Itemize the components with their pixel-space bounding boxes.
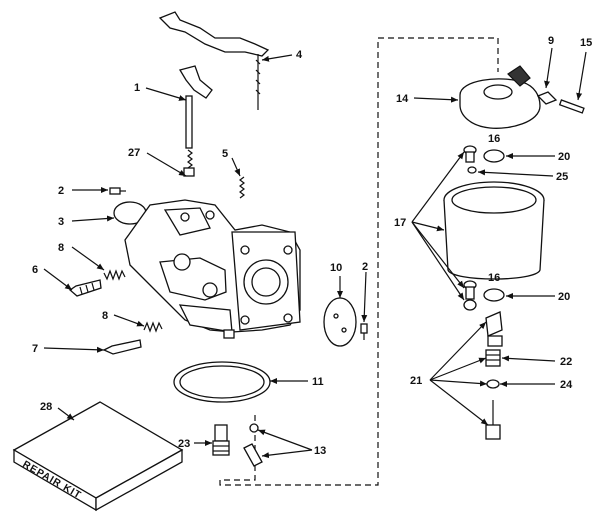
float-bowl: [443, 181, 545, 280]
inlet-seat: [212, 424, 230, 456]
float: [459, 65, 541, 129]
callout-10: 10: [330, 262, 342, 274]
callout-17: 17: [394, 217, 406, 229]
callout-20-lower: 20: [558, 291, 570, 303]
inlet-needle: [243, 423, 263, 467]
callout-6: 6: [32, 264, 38, 276]
callout-15: 15: [580, 37, 592, 49]
needle-spring-lower: [143, 321, 163, 333]
callout-5: 5: [222, 148, 228, 160]
idle-needle-valve: [102, 339, 142, 355]
callout-9: 9: [548, 35, 554, 47]
main-needle-valve: [68, 279, 102, 297]
assembly-dashed-line: [219, 37, 499, 486]
callout-8-upper: 8: [58, 242, 64, 254]
callout-16-upper: 16: [488, 133, 500, 145]
washer-lower: [483, 288, 505, 302]
throttle-spring: [239, 176, 245, 199]
leader-lines: [43, 47, 587, 459]
callout-14: 14: [396, 93, 409, 105]
callout-28: 28: [40, 401, 52, 413]
throttle-plate-screw: [360, 323, 368, 340]
bowl-gasket: [173, 361, 271, 403]
callout-13: 13: [314, 445, 326, 457]
callout-2-left: 2: [58, 185, 64, 197]
callout-3: 3: [58, 216, 64, 228]
bowl-drain-assembly: [485, 311, 503, 440]
callout-1: 1: [134, 82, 140, 94]
callout-27: 27: [128, 147, 140, 159]
float-pin-clip: [536, 91, 558, 105]
callout-2-right: 2: [362, 261, 368, 273]
callout-7: 7: [32, 343, 38, 355]
throttle-linkage: [158, 11, 270, 110]
callout-20-upper: 20: [558, 151, 570, 163]
callout-16-lower: 16: [488, 272, 500, 284]
bowl-screw-upper: [463, 145, 477, 174]
repair-kit-box: REPAIR KIT: [12, 401, 184, 512]
choke-plate-screw: [109, 187, 126, 195]
throttle-plate: [323, 297, 357, 347]
callout-23: 23: [178, 438, 190, 450]
callout-11: 11: [312, 376, 324, 388]
idle-spring: [183, 149, 195, 177]
callout-25: 25: [556, 171, 568, 183]
choke-shaft: [178, 65, 213, 149]
callout-22: 22: [560, 356, 572, 368]
bowl-screw-lower: [463, 280, 477, 311]
callout-21: 21: [410, 375, 422, 387]
carburetor-body: [124, 199, 301, 339]
callout-8-lower: 8: [102, 310, 108, 322]
needle-spring-upper: [103, 269, 126, 281]
callout-labels: 1 27 2 3 8 6 8 7 5 4 10 2 11 13 23 28 14…: [32, 35, 592, 457]
callout-24: 24: [560, 379, 573, 391]
callout-4: 4: [296, 49, 303, 61]
washer-upper: [483, 149, 505, 163]
float-shaft: [558, 99, 585, 114]
